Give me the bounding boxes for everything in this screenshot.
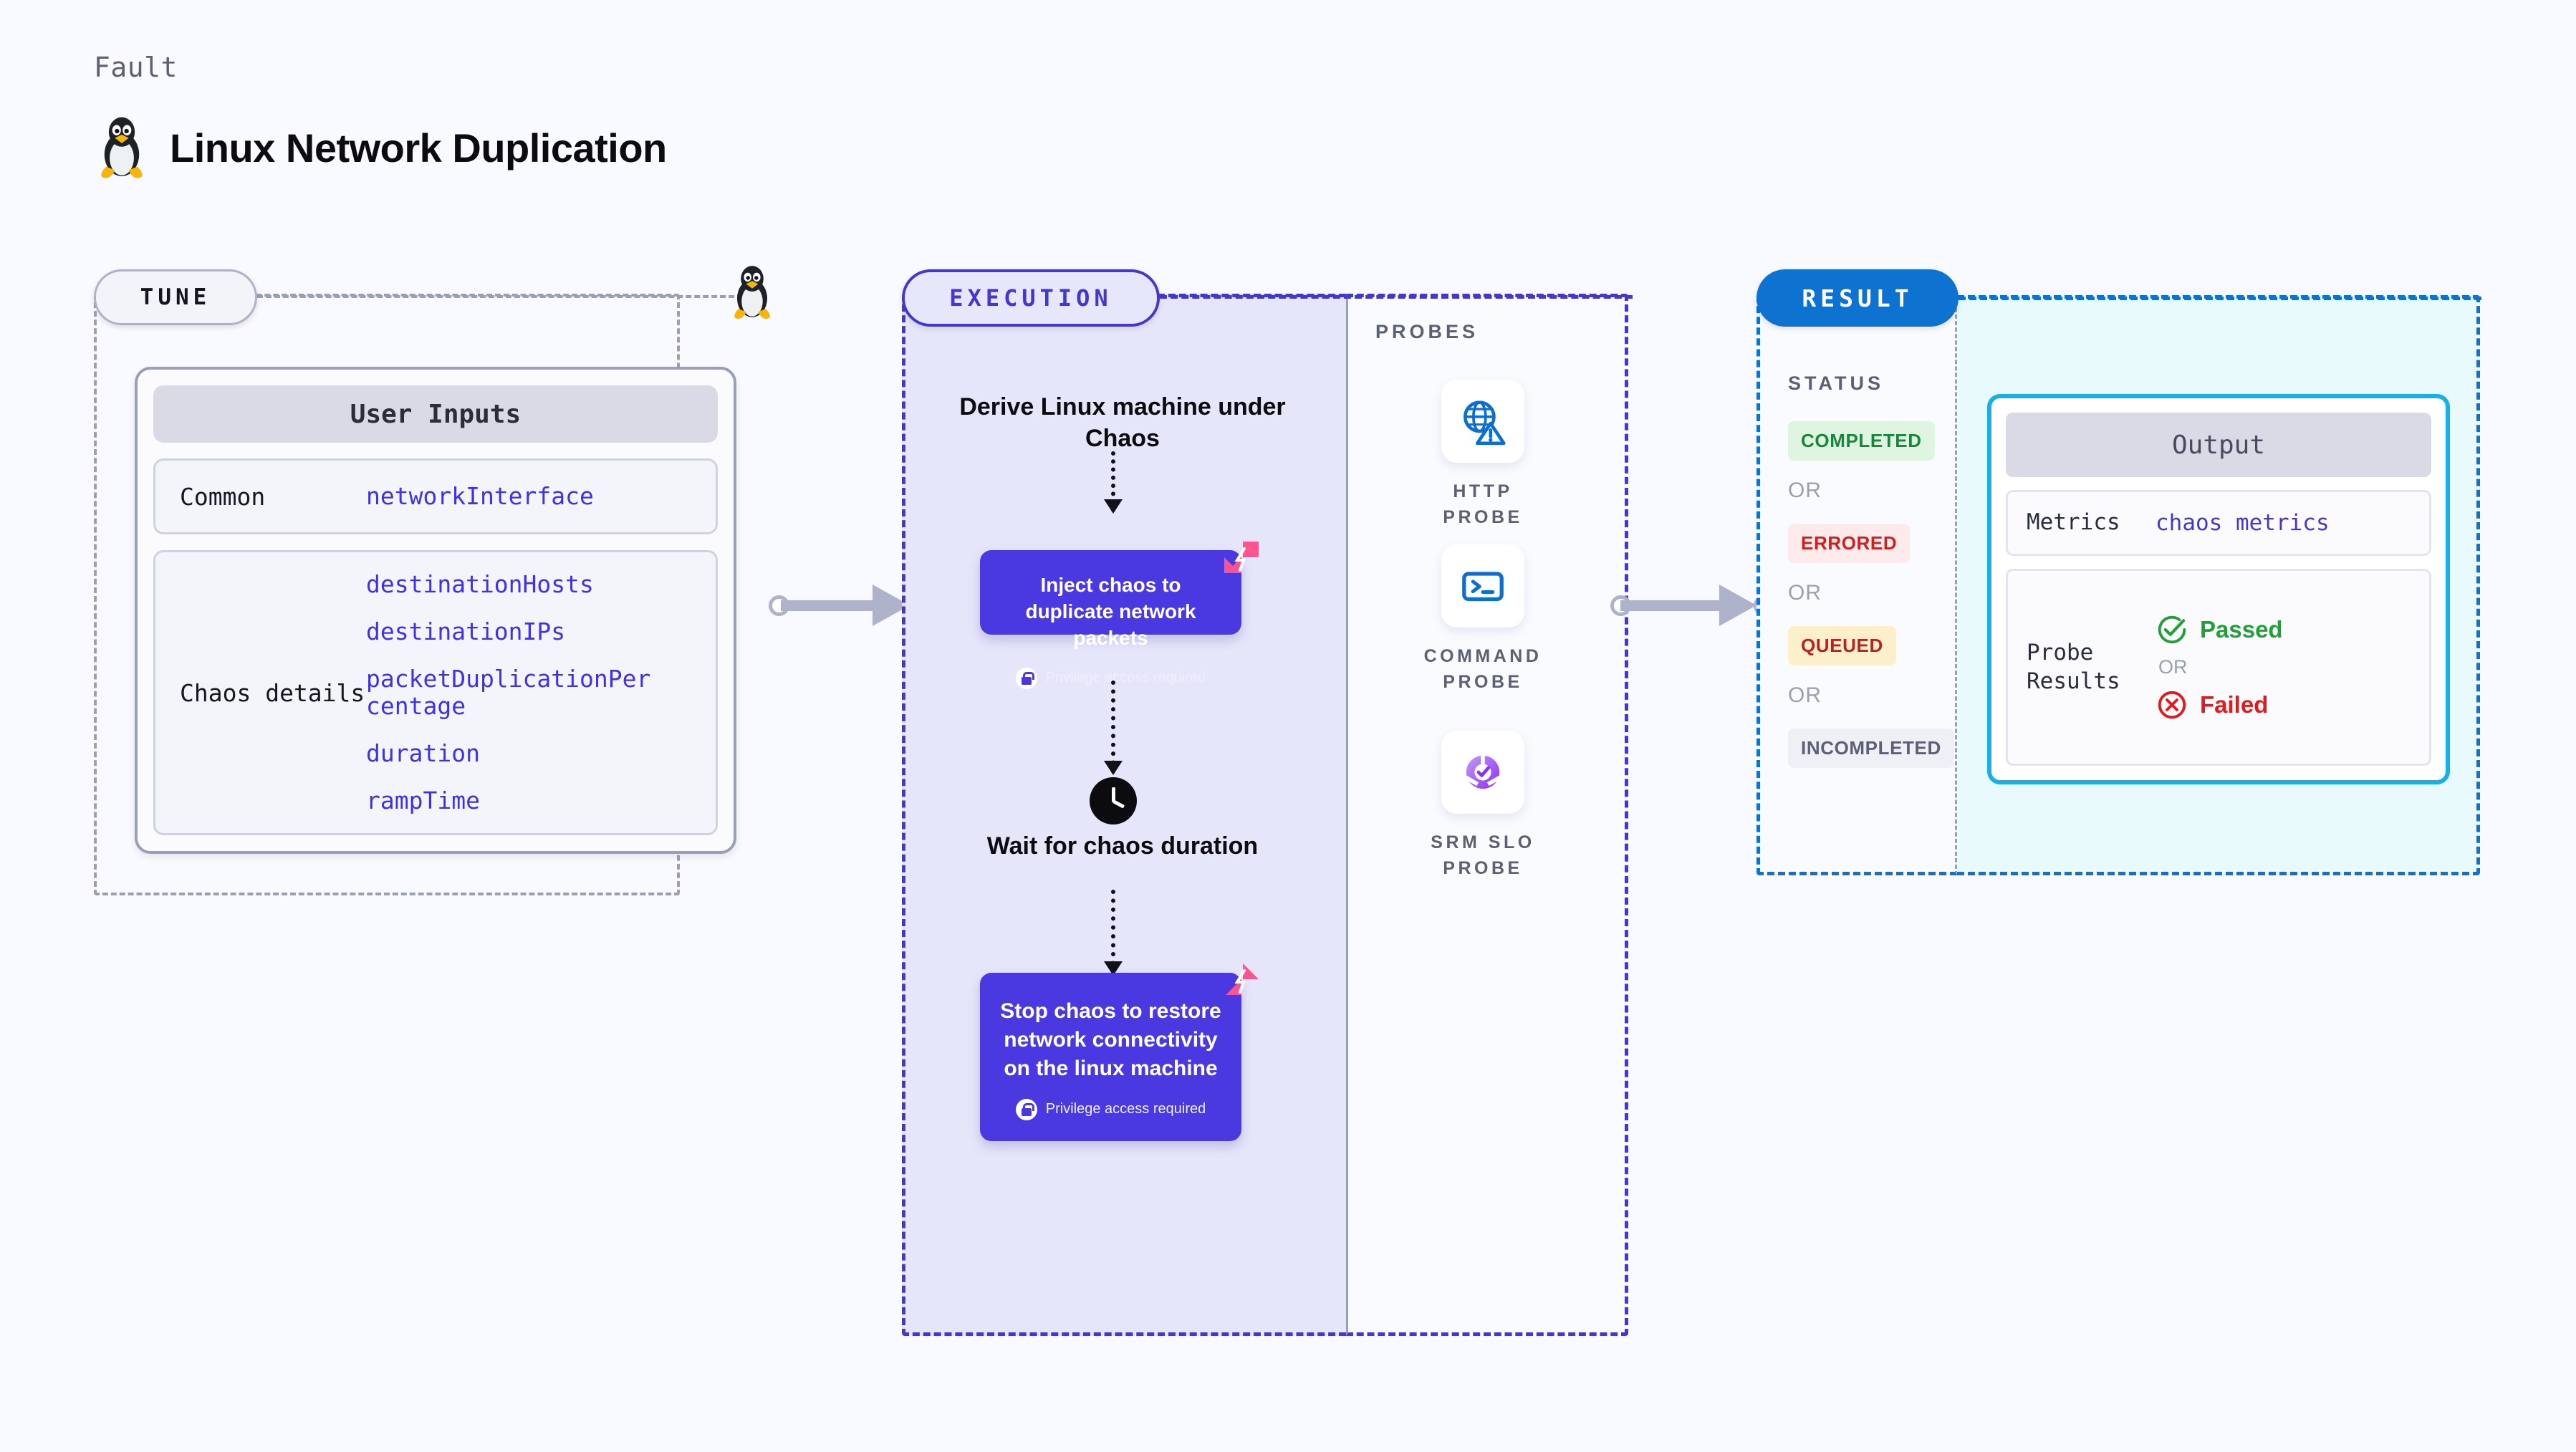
fault-badge-icon <box>1224 542 1259 573</box>
arrow-line <box>1111 890 1115 974</box>
probe-result-passed: Passed <box>2156 613 2283 646</box>
execution-card-stop-chaos[interactable]: Stop chaos to restore network connectivi… <box>980 973 1241 1141</box>
status-or-label: OR <box>1788 581 1822 605</box>
probe-label: HTTP PROBE <box>1443 481 1523 528</box>
arrow-head <box>1104 961 1123 976</box>
tune-row-values: destinationHosts destinationIPs packetDu… <box>366 571 653 814</box>
flow-arrow-3 <box>1104 890 1123 976</box>
privilege-note: Privilege access required <box>999 1098 1223 1120</box>
x-circle-icon <box>2158 691 2186 719</box>
status-badge-errored: ERRORED <box>1788 524 1911 563</box>
tune-row-common: Common networkInterface <box>153 458 718 535</box>
tune-dashed-link <box>257 295 751 298</box>
linux-tux-icon <box>101 117 143 178</box>
connector-arrowhead <box>1719 585 1756 626</box>
page-title: Linux Network Duplication <box>170 125 667 170</box>
page-header: Linux Network Duplication <box>94 115 667 181</box>
execution-badge[interactable]: EXECUTION <box>902 269 1160 327</box>
flow-arrow-2 <box>1104 681 1123 775</box>
page-kicker: Fault <box>94 52 178 83</box>
tune-value[interactable]: networkInterface <box>366 482 594 511</box>
probe-result-failed: Failed <box>2156 688 2283 721</box>
result-dashed-link <box>1959 297 2481 300</box>
result-badge[interactable]: RESULT <box>1756 269 1959 327</box>
probe-tile <box>1441 544 1524 628</box>
tune-row-values: networkInterface <box>366 483 594 510</box>
output-row-metrics: Metrics chaos metrics <box>2006 490 2431 556</box>
privilege-label: Privilege access required <box>1045 670 1206 686</box>
connector-bar <box>781 600 888 611</box>
probe-result-failed-label: Failed <box>2200 691 2269 718</box>
probe-result-or-label: OR <box>2158 656 2188 678</box>
probe-label: COMMAND PROBE <box>1423 646 1542 693</box>
status-or-label: OR <box>1788 683 1822 707</box>
arrow-line <box>1111 451 1115 512</box>
arrow-line <box>1111 681 1115 774</box>
probe-http[interactable]: HTTP PROBE <box>1411 380 1554 531</box>
probes-title: PROBES <box>1375 321 1479 342</box>
probe-srm-slo[interactable]: SRM SLO PROBE <box>1411 731 1554 882</box>
status-badge-queued: QUEUED <box>1788 626 1896 665</box>
probe-tile <box>1441 380 1524 463</box>
linux-tux-icon-small <box>734 266 770 319</box>
status-badge-completed: COMPLETED <box>1788 421 1935 461</box>
output-metrics-value[interactable]: chaos metrics <box>2156 510 2330 536</box>
status-title: STATUS <box>1788 372 1884 394</box>
lock-icon <box>1015 1098 1037 1120</box>
probe-result-passed-label: Passed <box>2200 616 2283 643</box>
probe-label: SRM SLO PROBE <box>1431 832 1535 879</box>
connector-bar <box>1620 600 1735 611</box>
globe-warning-icon <box>1464 400 1506 446</box>
probe-command[interactable]: COMMAND PROBE <box>1411 544 1554 696</box>
terminal-icon <box>1462 572 1504 602</box>
execution-card-inject-chaos[interactable]: Inject chaos to duplicate network packet… <box>980 550 1241 689</box>
tune-row-key: Chaos details <box>180 678 365 707</box>
check-circle-icon <box>2158 615 2186 644</box>
card-title: Stop chaos to restore network connectivi… <box>1000 999 1221 1080</box>
tune-row-key: Common <box>180 482 266 511</box>
execution-step-wait-label: Wait for chaos duration <box>986 832 1259 860</box>
flow-arrow-1 <box>1104 451 1123 514</box>
output-row-probe-results: Probe Results Passed OR Failed <box>2006 569 2431 766</box>
clock-icon <box>1090 777 1137 824</box>
execution-step-derive-label: Derive Linux machine under Chaos <box>959 393 1286 452</box>
privilege-label: Privilege access required <box>1045 1101 1206 1117</box>
output-title: Output <box>2006 413 2431 477</box>
execution-dashed-link <box>1160 295 1633 299</box>
status-badge-incompleted: INCOMPLETED <box>1788 729 1954 768</box>
status-or-label: OR <box>1788 479 1822 502</box>
output-metrics-key: Metrics <box>2027 509 2120 536</box>
tune-value[interactable]: rampTime <box>366 787 480 815</box>
fault-badge-icon <box>1226 963 1259 995</box>
lock-icon <box>1015 667 1037 689</box>
card-title: Inject chaos to duplicate network packet… <box>1025 574 1196 650</box>
tune-value[interactable]: destinationIPs <box>366 617 566 646</box>
output-card: Output Metrics chaos metrics Probe Resul… <box>1987 394 2450 784</box>
output-probe-results-key: Probe Results <box>2027 639 2120 694</box>
tune-badge[interactable]: TUNE <box>94 269 257 325</box>
tune-value[interactable]: destinationHosts <box>366 570 594 599</box>
arrow-head <box>1104 761 1123 775</box>
privilege-note: Privilege access required <box>999 667 1223 689</box>
tune-value[interactable]: packetDuplicationPercentage <box>366 665 651 721</box>
probes-panel <box>1346 294 1628 1336</box>
arrow-head <box>1104 499 1123 514</box>
user-inputs-title: User Inputs <box>153 385 718 443</box>
probe-result-list: Passed OR Failed <box>2156 613 2283 721</box>
tune-row-chaos-details: Chaos details destinationHosts destinati… <box>153 550 718 835</box>
donut-check-icon <box>1465 753 1501 789</box>
user-inputs-card: User Inputs Common networkInterface Chao… <box>135 367 736 854</box>
tune-value[interactable]: duration <box>366 739 480 768</box>
result-panel <box>1756 295 1957 875</box>
probe-tile <box>1441 731 1524 814</box>
